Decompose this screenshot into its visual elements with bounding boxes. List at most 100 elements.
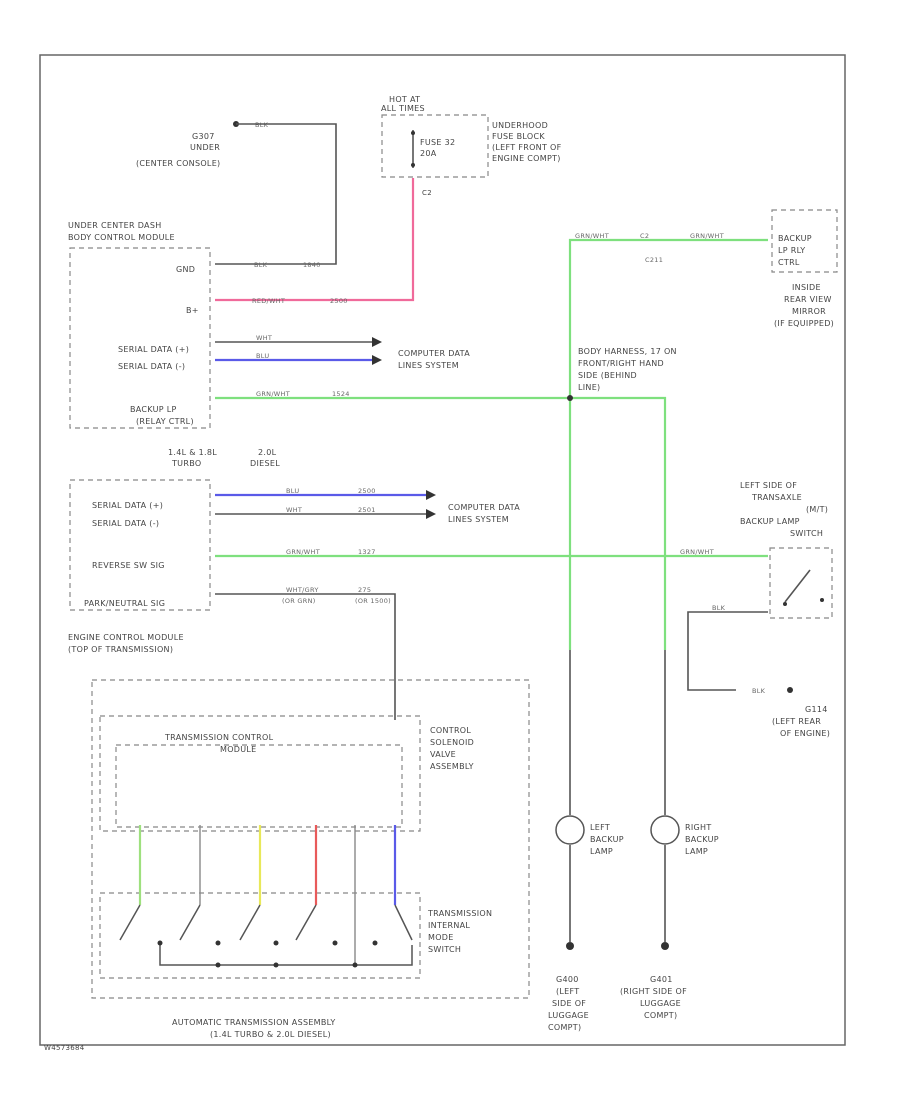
bcm-gnd-wire-label: BLK	[254, 261, 268, 269]
g114-l1: (LEFT REAR	[772, 717, 821, 726]
left-lamp-1: LEFT	[590, 823, 610, 832]
fuse-name: FUSE 32	[420, 138, 455, 147]
ecm-park-wire	[215, 593, 396, 720]
left-backup-lamp: LEFT BACKUP LAMP	[555, 650, 624, 950]
csv-2: SOLENOID	[430, 738, 474, 747]
harness-l2: FRONT/RIGHT HAND	[578, 359, 664, 368]
backup-lamp-switch: LEFT SIDE OF TRANSAXLE (M/T) BACKUP LAMP…	[740, 481, 833, 619]
right-lamp-ground-icon	[661, 942, 669, 950]
diagram-frame	[39, 54, 846, 1046]
figure-id: W4573684	[44, 1044, 85, 1052]
ecm-park-circuit: 275	[358, 586, 371, 594]
mirror-2: REAR VIEW	[784, 295, 832, 304]
trans-outer-box	[91, 679, 530, 999]
fuse-loc-2: FUSE BLOCK	[492, 132, 545, 141]
bcm-box	[69, 247, 211, 429]
hot-at-label: HOT AT	[389, 95, 420, 104]
g400-4: COMPT)	[548, 1023, 581, 1032]
g307-name: G307	[192, 132, 215, 141]
harness-l4: LINE)	[578, 383, 600, 392]
bcm-serial1-wire-label: WHT	[256, 334, 272, 342]
g400-1: (LEFT	[556, 987, 579, 996]
ground-g114: BLK G114 (LEFT REAR OF ENGINE)	[752, 687, 830, 738]
g400-3: LUGGAGE	[548, 1011, 589, 1020]
fuse-loc-3: (LEFT FRONT OF	[492, 143, 562, 152]
ecm-name1: ENGINE CONTROL MODULE	[68, 633, 184, 642]
relay-wire-label: GRN/WHT	[575, 232, 609, 240]
ground-g307: G307 UNDER (CENTER CONSOLE) BLK	[136, 121, 269, 168]
mirror-4: (IF EQUIPPED)	[774, 319, 834, 328]
switch-l5: SWITCH	[790, 529, 823, 538]
csv-1: CONTROL	[430, 726, 471, 735]
ims-box	[99, 892, 421, 979]
diesel-b: DIESEL	[250, 459, 280, 468]
ecm-serial2: SERIAL DATA (-)	[92, 519, 159, 528]
g401-2: LUGGAGE	[640, 999, 681, 1008]
ims-2: INTERNAL	[428, 921, 470, 930]
ecm-serial2-circuit: 2501	[358, 506, 376, 514]
fuse-loc-1: UNDERHOOD	[492, 121, 548, 130]
harness-l1: BODY HARNESS, 17 ON	[578, 347, 677, 356]
bcm-backup-wire-label: GRN/WHT	[256, 390, 290, 398]
tcm-box	[115, 744, 403, 828]
g307-line2: (CENTER CONSOLE)	[136, 159, 220, 168]
switch-ground-wire	[687, 611, 768, 691]
ecm-serial1-arrow-icon	[426, 490, 436, 500]
harness-l3: SIDE (BEHIND	[578, 371, 637, 380]
bcm-serial2: SERIAL DATA (-)	[118, 362, 185, 371]
bcm-backup-wire	[215, 396, 667, 650]
turbo-a: 1.4L & 1.8L	[168, 448, 217, 457]
bcm-bplus: B+	[186, 306, 199, 315]
ecm-park: PARK/NEUTRAL SIG	[84, 599, 165, 608]
bcm-computer-data-2: LINES SYSTEM	[398, 361, 459, 370]
bcm-serial2-wire-label: BLU	[256, 352, 269, 360]
trans-assy-1: AUTOMATIC TRANSMISSION ASSEMBLY	[172, 1018, 336, 1027]
switch-contact-icon	[783, 569, 824, 606]
mode-switch-contacts-icon	[119, 904, 413, 966]
csv-4: ASSEMBLY	[430, 762, 474, 771]
fuse-icon	[411, 130, 415, 168]
ecm-reverse-wire-label: GRN/WHT	[286, 548, 320, 556]
right-lamp-3: LAMP	[685, 847, 708, 856]
g401-name: G401	[650, 975, 673, 984]
mirror-1: INSIDE	[792, 283, 821, 292]
ecm-reverse-circuit: 1327	[358, 548, 376, 556]
fuse-box	[381, 114, 489, 178]
bcm-loc: UNDER CENTER DASH	[68, 221, 162, 230]
g114-wire-label: BLK	[752, 687, 766, 695]
switch-l1: LEFT SIDE OF	[740, 481, 797, 490]
relay-wire-label-2: GRN/WHT	[690, 232, 724, 240]
right-lamp-1: RIGHT	[685, 823, 712, 832]
ecm-park-alt-wire: (OR GRN)	[282, 597, 316, 605]
bcm-gnd: GND	[176, 265, 195, 274]
switch-box	[769, 547, 833, 619]
right-backup-lamp: RIGHT BACKUP LAMP	[650, 650, 719, 950]
ecm-serial1-circuit: 2500	[358, 487, 376, 495]
g400-name: G400	[556, 975, 579, 984]
relay-conn2: C211	[645, 256, 663, 264]
splice-dot	[567, 395, 573, 401]
ecm-serial1: SERIAL DATA (+)	[92, 501, 163, 510]
switch-l4: BACKUP LAMP	[740, 517, 800, 526]
bcm-serial1-arrow-icon	[372, 337, 382, 347]
diesel-a: 2.0L	[258, 448, 277, 457]
left-lamp-ground-icon	[566, 942, 574, 950]
fuse-loc-4: ENGINE COMPT)	[492, 154, 561, 163]
g307-wire-label: BLK	[255, 121, 269, 129]
left-lamp-icon	[555, 815, 585, 845]
tcm-name1: TRANSMISSION CONTROL	[164, 733, 274, 742]
bcm-ground-wire	[215, 123, 337, 265]
left-lamp-3: LAMP	[590, 847, 613, 856]
body-control-module: UNDER CENTER DASH BODY CONTROL MODULE GN…	[68, 221, 211, 429]
csv-3: VALVE	[430, 750, 456, 759]
bcm-name: BODY CONTROL MODULE	[68, 233, 175, 242]
tcm-name2: MODULE	[220, 745, 257, 754]
bcm-gnd-circuit: 1840	[303, 261, 321, 269]
fuse-block: HOT AT ALL TIMES FUSE 32 20A UNDERHOOD F…	[381, 95, 562, 197]
ims-4: SWITCH	[428, 945, 461, 954]
trans-assy-2: (1.4L TURBO & 2.0L DIESEL)	[210, 1030, 331, 1039]
ecm-box	[69, 479, 211, 611]
ecm-park-wire-label: WHT/GRY	[286, 586, 319, 594]
ecm-serial2-wire-label: WHT	[286, 506, 302, 514]
bcm-backup2: (RELAY CTRL)	[136, 417, 194, 426]
